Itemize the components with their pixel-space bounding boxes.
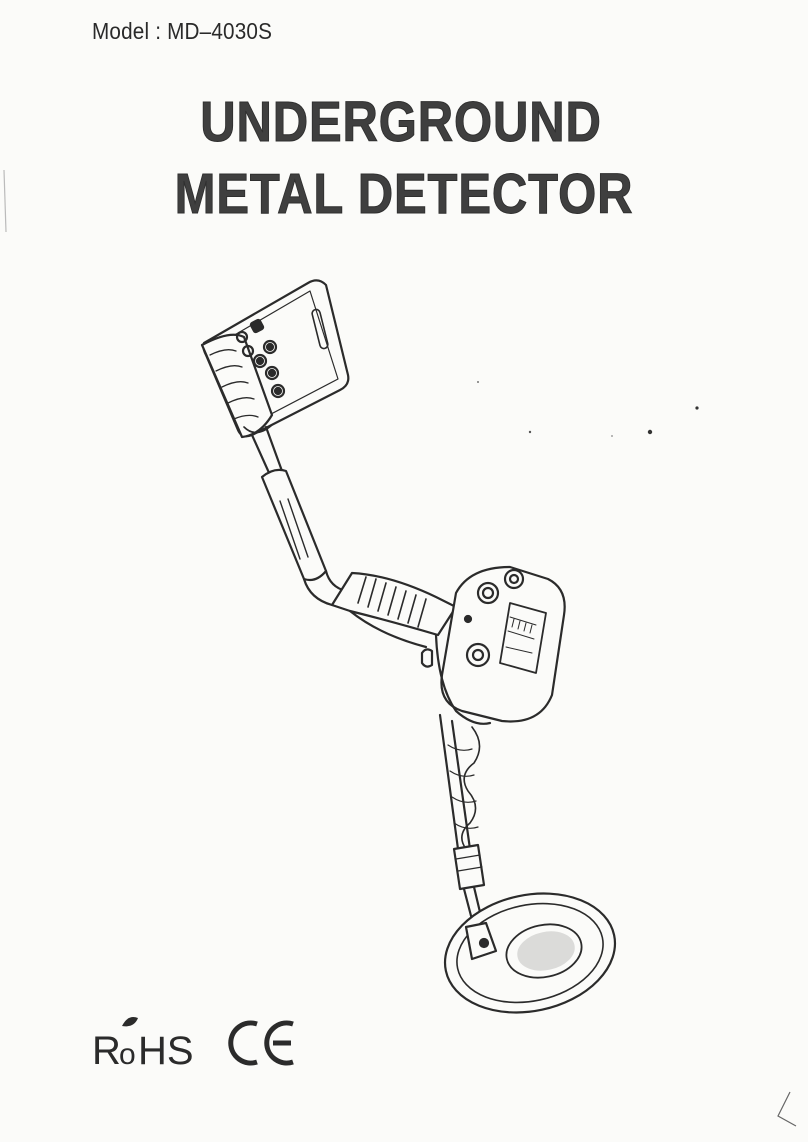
certification-logos: R o HS <box>92 1012 332 1072</box>
handle-grip <box>332 573 456 647</box>
title-line-2: METAL DETECTOR <box>57 158 752 230</box>
svg-text:R: R <box>92 1029 121 1072</box>
model-number: Model : MD–4030S <box>92 18 272 45</box>
svg-text:HS: HS <box>138 1029 194 1072</box>
search-coil <box>434 878 626 1027</box>
rohs-logo: R o HS <box>92 1012 212 1072</box>
cover-title: UNDERGROUND METAL DETECTOR <box>0 86 808 230</box>
ce-logo <box>227 1018 299 1068</box>
control-box <box>422 567 565 724</box>
lower-shaft <box>440 715 484 935</box>
svg-text:o: o <box>119 1038 136 1071</box>
upper-shaft <box>252 427 346 605</box>
metal-detector-illustration <box>190 275 630 1035</box>
title-line-1: UNDERGROUND <box>51 86 751 158</box>
arm-cuff <box>202 280 348 437</box>
